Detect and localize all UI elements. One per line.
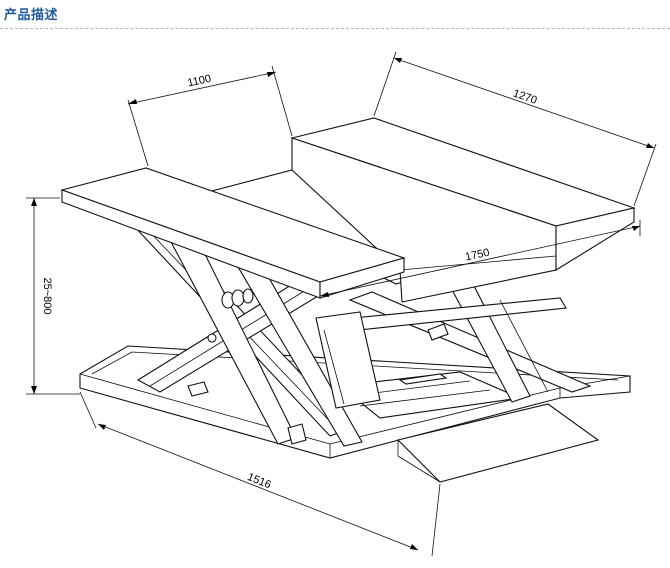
dimension-label-1750: 1750 [464, 247, 490, 264]
section-title: 产品描述 [4, 8, 59, 23]
header-divider [0, 28, 670, 29]
section-header: 产品描述 [0, 0, 670, 30]
dimension-1750: 1750 [319, 220, 641, 297]
dimension-label-1270: 1270 [511, 88, 538, 107]
dimension-label-height: 25~800 [41, 277, 53, 314]
front-platform [60, 167, 406, 299]
dimension-label-1516: 1516 [246, 471, 273, 491]
rear-scissor [331, 277, 592, 403]
dimension-1100: 1100 [127, 65, 293, 167]
dimension-height: 25~800 [26, 197, 80, 395]
entry-ramp [396, 403, 600, 483]
roller-assembly [221, 288, 254, 309]
support-beam [315, 311, 381, 409]
dimension-label-1100: 1100 [187, 73, 213, 90]
rear-platform [290, 117, 636, 303]
front-scissor [132, 223, 363, 447]
